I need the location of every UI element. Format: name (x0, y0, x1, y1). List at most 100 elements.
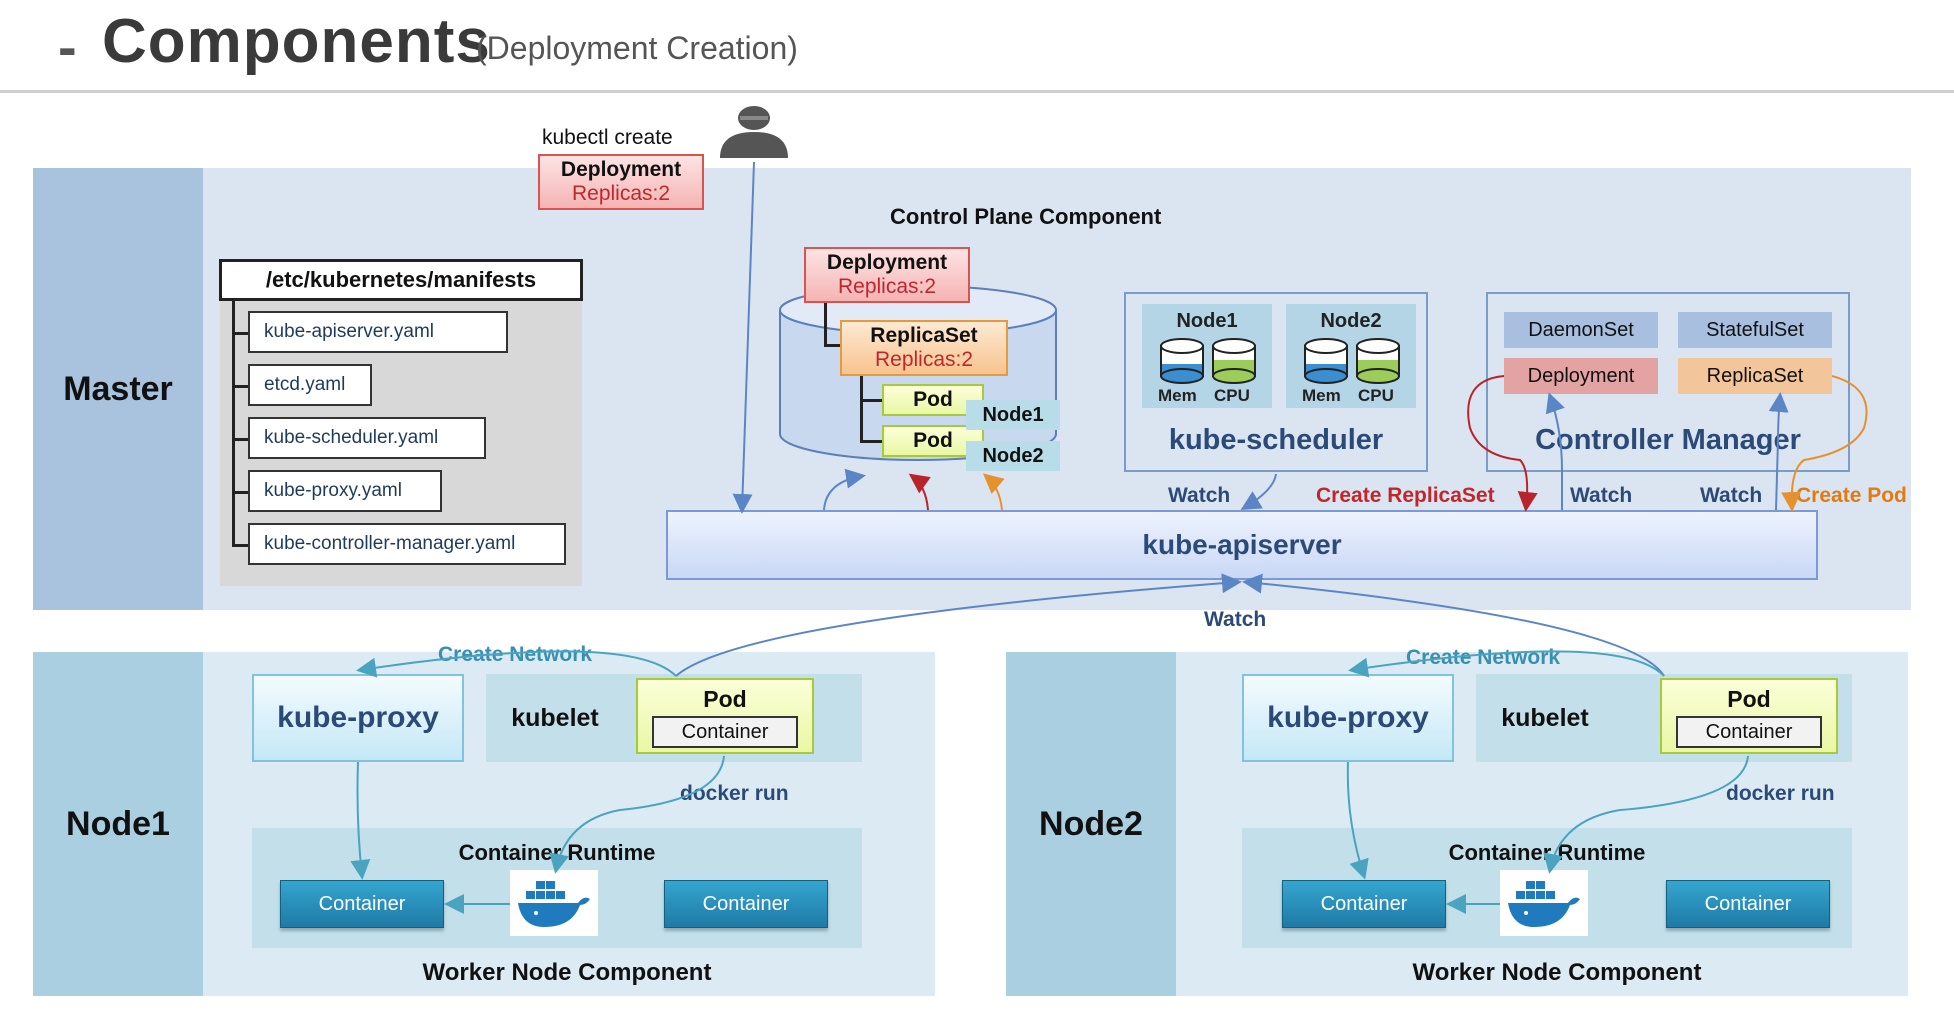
node1-watch-arrow (675, 573, 1242, 677)
node2-container: Container (1666, 880, 1830, 928)
page-title: Components (102, 7, 491, 76)
controller-manager-title: Controller Manager (1535, 423, 1801, 456)
node1-kubelet-label: kubelet (511, 703, 599, 732)
tree-branch (232, 491, 248, 494)
cpu-drum-icon (1356, 338, 1400, 390)
cpu-label: CPU (1214, 386, 1250, 405)
mem-label: Mem (1158, 386, 1197, 405)
node1-label-band: Node1 (33, 652, 203, 996)
kube-scheduler-title: kube-scheduler (1168, 423, 1384, 456)
etcd-deployment-replicas: Replicas:2 (837, 275, 937, 298)
node2-pod-box: Pod Container (1660, 678, 1838, 754)
tree-branch (232, 332, 248, 335)
node1-create-network-arrow (356, 650, 677, 678)
rs-tree-branch (860, 399, 882, 402)
controller-statefulset: StatefulSet (1678, 312, 1832, 348)
watch-deployment-label: Watch (1570, 484, 1633, 507)
manifest-file: kube-controller-manager.yaml (248, 523, 566, 565)
scheduler-node-card: Node2 Mem CPU (1286, 304, 1416, 408)
etcd-tree-line (824, 303, 827, 347)
node2-proxy-arrow (1346, 761, 1369, 880)
scheduler-node-name: Node2 (1320, 310, 1382, 332)
scheduler-watch-arrow (1240, 473, 1277, 511)
scheduler-node-name: Node1 (1176, 310, 1238, 332)
manifests-title: /etc/kubernetes/manifests (219, 259, 583, 301)
cpu-label: CPU (1358, 386, 1394, 405)
cpu-drum-icon (1212, 338, 1256, 390)
kube-apiserver-box: kube-apiserver (666, 510, 1818, 580)
request-deployment-title: Deployment (560, 158, 682, 181)
node1-pod-container: Container (652, 716, 798, 748)
node1-create-network-label: Create Network (438, 643, 593, 666)
manifest-file: kube-scheduler.yaml (248, 417, 486, 459)
user-icon (716, 102, 792, 158)
api-etcd-pod-arrow (982, 473, 1005, 511)
node2-kube-proxy: kube-proxy (1242, 674, 1454, 762)
pod-node-tag: Node2 (966, 441, 1060, 471)
manifest-file: kube-apiserver.yaml (248, 311, 508, 353)
controller-daemonset: DaemonSet (1504, 312, 1658, 348)
etcd-replicaset-title: ReplicaSet (870, 324, 978, 347)
create-replicaset-arrow (1467, 375, 1538, 512)
header-rule (0, 90, 1954, 93)
node1-footer: Worker Node Component (422, 959, 712, 986)
etcd-replicaset-replicas: Replicas:2 (874, 348, 974, 371)
watch-scheduler-label: Watch (1168, 484, 1231, 507)
etcd-tree-branch (824, 344, 840, 347)
tree-branch (232, 438, 248, 441)
create-pod-label: Create Pod (1796, 484, 1907, 507)
node2-pod-label: Pod (1727, 686, 1771, 712)
watch-nodes-label: Watch (1204, 608, 1267, 631)
watch-replicaset-label: Watch (1700, 484, 1763, 507)
manifest-file: kube-proxy.yaml (248, 470, 442, 512)
node2-kubelet-label: kubelet (1501, 703, 1589, 732)
docker-whale-icon (510, 870, 598, 936)
rs-tree-branch (860, 440, 882, 443)
node2-footer: Worker Node Component (1412, 959, 1702, 986)
etcd-deployment-box: Deployment Replicas:2 (804, 247, 970, 303)
node1-pod-box: Pod Container (636, 678, 814, 754)
request-deployment-replicas: Replicas:2 (571, 182, 671, 205)
tree-branch (232, 385, 248, 388)
node2-label: Node2 (1039, 804, 1143, 843)
kubectl-label: kubectl create (542, 126, 673, 149)
node1-pod-label: Pod (703, 686, 747, 712)
node1-proxy-arrow (350, 761, 371, 880)
pod-node-tag: Node1 (966, 400, 1060, 430)
mem-drum-icon (1160, 338, 1204, 390)
master-label-band: Master (33, 168, 203, 610)
node1-container: Container (280, 880, 444, 928)
node2-watch-arrow (1242, 573, 1665, 677)
node2-docker-run-arrow (1543, 755, 1749, 874)
title-dash: - (58, 15, 77, 78)
manifests-tree-line (232, 300, 235, 546)
kubectl-arrow (732, 161, 755, 514)
mem-label: Mem (1302, 386, 1341, 405)
node1-container: Container (664, 880, 828, 928)
watch-replicaset-arrow (1768, 392, 1789, 511)
node1-docker-run-label: docker run (680, 782, 789, 805)
api-etcd-arrow (823, 468, 866, 511)
node2-create-network-arrow (1348, 650, 1665, 678)
controller-deployment: Deployment (1504, 358, 1658, 394)
node2-label-band: Node2 (1006, 652, 1176, 996)
control-plane-title: Control Plane Component (890, 204, 1162, 229)
master-label: Master (63, 369, 173, 408)
mem-drum-icon (1304, 338, 1348, 390)
node1-docker-run-arrow (549, 755, 725, 874)
node2-container: Container (1282, 880, 1446, 928)
create-replicaset-label: Create ReplicaSet (1316, 484, 1495, 507)
node2-docker-run-label: docker run (1726, 782, 1835, 805)
page-subtitle: (Deployment Creation) (476, 30, 798, 66)
controller-replicaset: ReplicaSet (1678, 358, 1832, 394)
scheduler-node-card: Node1 Mem CPU (1142, 304, 1272, 408)
docker-whale-icon (1500, 870, 1588, 936)
rs-tree-line (860, 376, 863, 442)
etcd-deployment-title: Deployment (826, 251, 948, 274)
create-pod-arrow (1781, 375, 1868, 512)
watch-deployment-arrow (1545, 392, 1565, 510)
node1-label: Node1 (66, 804, 170, 843)
node2-pod-container: Container (1676, 716, 1822, 748)
api-etcd-rs-arrow (908, 473, 931, 511)
